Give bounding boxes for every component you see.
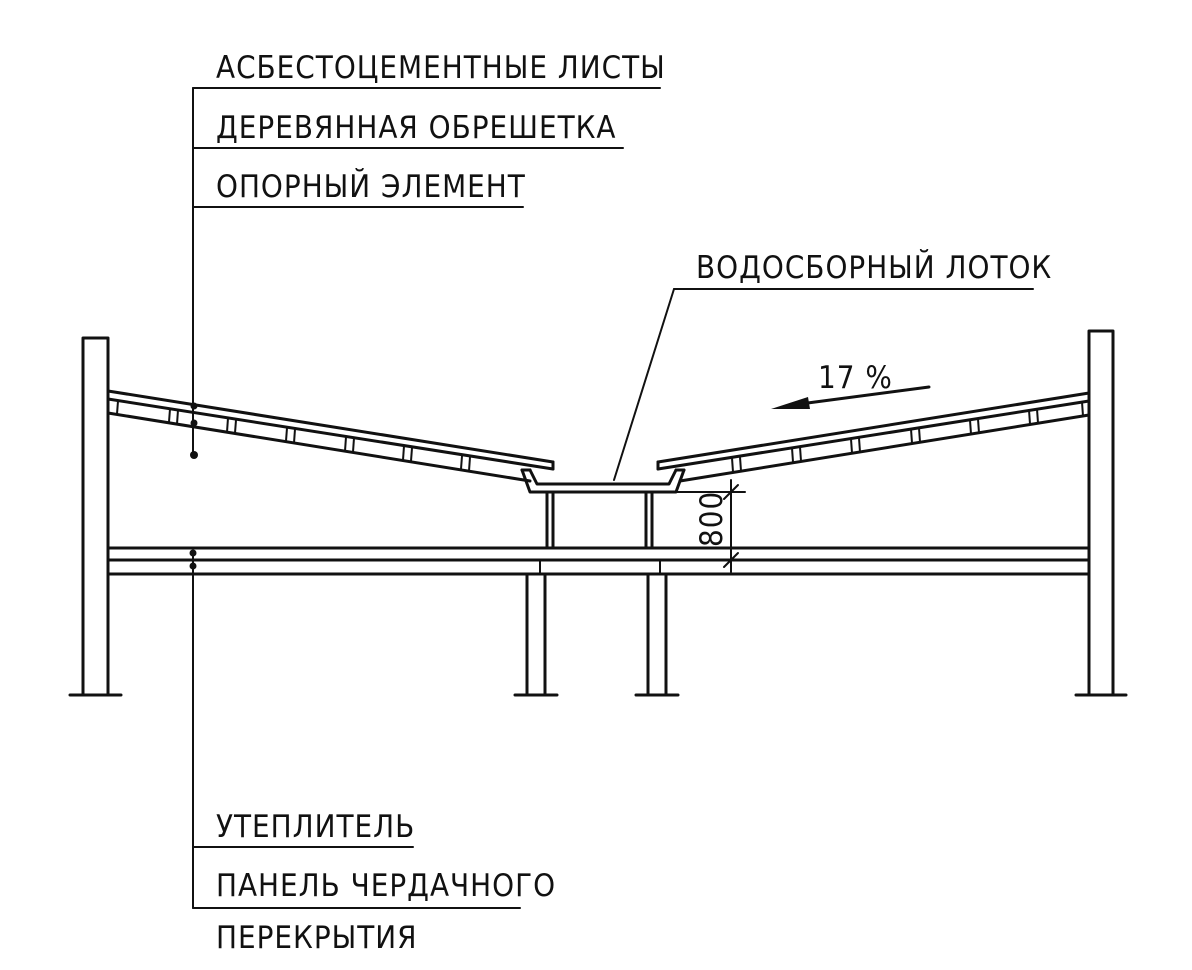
inner-column-right bbox=[634, 572, 680, 697]
right-roof-lathing bbox=[731, 401, 1084, 473]
left-wall bbox=[68, 336, 123, 697]
gutter-leader-line bbox=[613, 288, 675, 481]
right-wall bbox=[1074, 329, 1128, 697]
slope-value: 17 % bbox=[818, 360, 893, 396]
right-roof-slope bbox=[656, 391, 1091, 483]
gutter-supports bbox=[545, 490, 654, 550]
attic-floor-panel bbox=[106, 546, 1091, 576]
height-dimension-value: 800 bbox=[694, 491, 730, 547]
floor-label-attic-panel: ПАНЕЛЬ ЧЕРДАЧНОГО bbox=[216, 868, 556, 904]
floor-label-attic-panel-cont: ПЕРЕКРЫТИЯ bbox=[216, 920, 418, 956]
left-roof-lathing bbox=[116, 400, 471, 472]
roof-label-support-element: ОПОРНЫЙ ЭЛЕМЕНТ bbox=[216, 169, 526, 205]
floor-leader-dot-2 bbox=[189, 562, 197, 570]
gutter-callout: ВОДОСБОРНЫЙ ЛОТОК bbox=[613, 250, 1052, 481]
floor-layers-callout: УТЕПЛИТЕЛЬ ПАНЕЛЬ ЧЕРДАЧНОГО ПЕРЕКРЫТИЯ bbox=[189, 549, 556, 956]
height-dimension: 800 bbox=[675, 479, 746, 573]
gutter-label: ВОДОСБОРНЫЙ ЛОТОК bbox=[696, 250, 1052, 286]
roof-leader-dot-2 bbox=[190, 419, 198, 427]
roof-leader-dot-3 bbox=[190, 451, 198, 459]
floor-leader-dot-1 bbox=[189, 549, 197, 557]
roof-label-asbestos-sheets: АСБЕСТОЦЕМЕНТНЫЕ ЛИСТЫ bbox=[216, 50, 666, 86]
floor-label-insulation: УТЕПЛИТЕЛЬ bbox=[216, 809, 415, 845]
gutter-trough bbox=[520, 468, 686, 494]
slope-indicator: 17 % bbox=[771, 360, 931, 409]
inner-column-left bbox=[513, 572, 559, 697]
roof-label-wooden-lathing: ДЕРЕВЯННАЯ ОБРЕШЕТКА bbox=[216, 110, 617, 146]
left-roof-slope bbox=[106, 389, 555, 483]
roof-layers-callout: АСБЕСТОЦЕМЕНТНЫЕ ЛИСТЫ ДЕРЕВЯННАЯ ОБРЕШЕ… bbox=[190, 50, 666, 459]
slope-arrowhead bbox=[771, 397, 810, 409]
